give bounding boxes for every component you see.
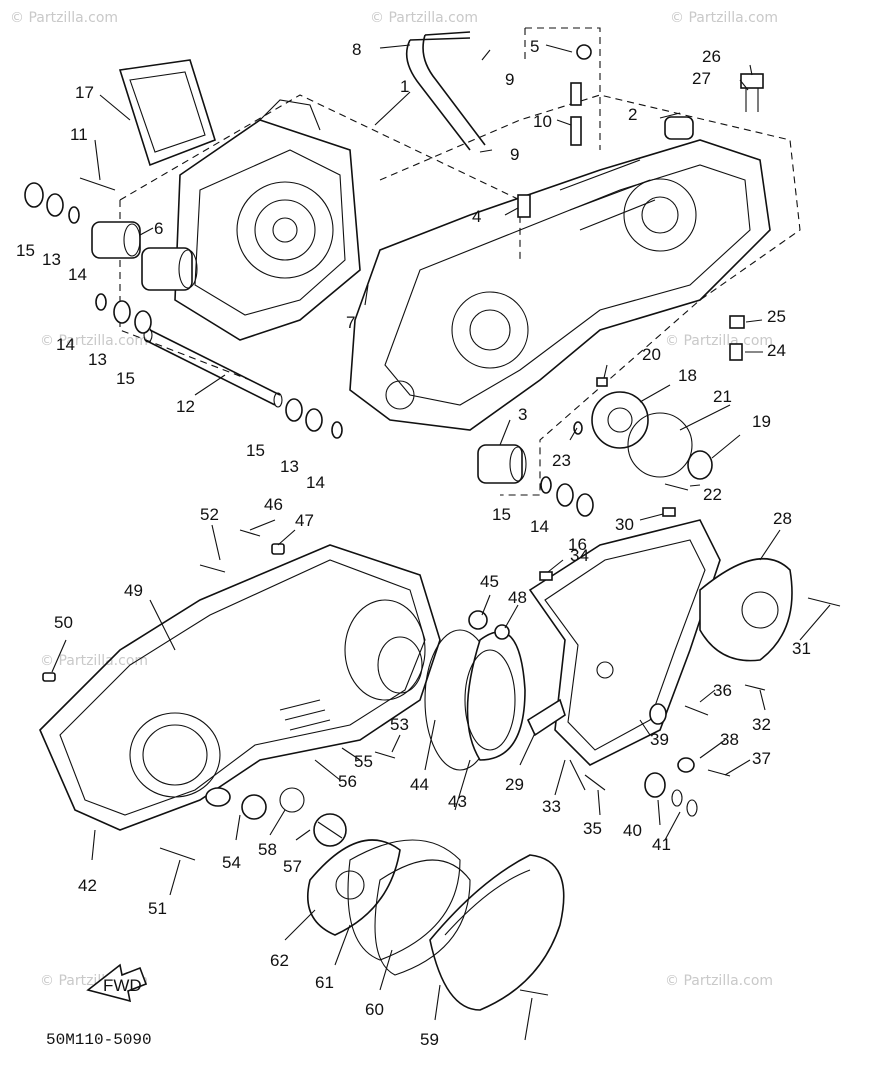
part-label-49: 50 <box>54 613 73 632</box>
part-label-15a: 15 <box>16 241 35 260</box>
part-label-15c: 15 <box>246 441 265 460</box>
part-label-25: 26 <box>702 47 721 66</box>
watermarks: © Partzilla.com © Partzilla.com © Partzi… <box>10 10 778 989</box>
part-label-43: 44 <box>410 775 429 794</box>
part-label-60: 61 <box>315 973 334 992</box>
part-labels: 1 2 3 4 5 6 7 8 9 9 10 11 12 13 13 13 14… <box>16 37 811 1049</box>
part-label-18: 19 <box>752 412 771 431</box>
part-label-4: 4 <box>472 207 481 226</box>
part-label-32: 33 <box>542 797 561 816</box>
part-label-28: 29 <box>505 775 524 794</box>
part-label-24: 25 <box>767 307 786 326</box>
part-label-33: 34 <box>570 546 589 565</box>
part-label-15b: 15 <box>116 369 135 388</box>
part-label-3: 3 <box>518 405 527 424</box>
part-label-7: 7 <box>346 313 355 332</box>
part-label-56: 57 <box>283 857 302 876</box>
part-label-19: 20 <box>642 345 661 364</box>
part-label-38: 39 <box>650 730 669 749</box>
part-label-30: 31 <box>792 639 811 658</box>
part-label-42: 43 <box>448 792 467 811</box>
part-label-8: 8 <box>352 40 361 59</box>
part-label-50: 51 <box>148 899 167 918</box>
drawing-code: 50M110-5090 <box>46 1031 152 1049</box>
watermark: © Partzilla.com <box>665 333 773 349</box>
part-label-13a: 13 <box>42 250 61 269</box>
leader-lines <box>51 44 831 1041</box>
part-label-45: 46 <box>264 495 283 514</box>
part-label-31: 32 <box>752 715 771 734</box>
part-label-48: 49 <box>124 581 143 600</box>
part-label-35: 36 <box>713 681 732 700</box>
air-duct-assembly <box>306 839 565 1011</box>
part-label-20: 21 <box>713 387 732 406</box>
part-label-39: 40 <box>623 821 642 840</box>
part-label-26: 27 <box>692 69 711 88</box>
part-label-52: 53 <box>390 715 409 734</box>
part-label-2: 2 <box>628 105 637 124</box>
part-label-29: 30 <box>615 515 634 534</box>
part-label-36: 37 <box>752 749 771 768</box>
watermark: © Partzilla.com <box>10 10 118 26</box>
part-label-21: 22 <box>703 485 722 504</box>
part-label-14d: 15 <box>492 505 511 524</box>
shaft-and-seals <box>24 59 594 517</box>
part-label-46: 47 <box>295 511 314 530</box>
fwd-arrow: FWD <box>86 963 148 1003</box>
part-label-27: 28 <box>773 509 792 528</box>
part-label-22: 23 <box>552 451 571 470</box>
part-label-54: 55 <box>354 752 373 771</box>
part-label-57: 58 <box>258 840 277 859</box>
part-label-47: 48 <box>508 588 527 607</box>
watermark: © Partzilla.com <box>40 333 148 349</box>
part-label-51: 52 <box>200 505 219 524</box>
part-label-15d: 16 <box>568 535 587 554</box>
part-label-6: 6 <box>154 219 163 238</box>
part-label-11: 11 <box>70 125 88 144</box>
watermark: © Partzilla.com <box>40 653 148 669</box>
part-label-17: 18 <box>678 366 697 385</box>
part-label-59: 60 <box>365 1000 384 1019</box>
part-label-41: 42 <box>78 876 97 895</box>
oil-pump <box>573 315 745 491</box>
part-label-61: 62 <box>270 951 289 970</box>
part-label-40: 41 <box>652 835 671 854</box>
part-label-14b: 14 <box>56 335 75 354</box>
part-label-13c: 13 <box>280 457 299 476</box>
part-label-55: 56 <box>338 772 357 791</box>
part-label-23: 24 <box>767 341 786 360</box>
part-label-14a: 14 <box>68 265 87 284</box>
part-label-13d: 14 <box>530 517 549 536</box>
crankcase-right-half <box>349 94 801 496</box>
clutch-cover <box>424 610 526 771</box>
part-label-37: 38 <box>720 730 739 749</box>
part-label-44: 45 <box>480 572 499 591</box>
part-label-9b: 9 <box>510 145 519 164</box>
part-label-14c: 14 <box>306 473 325 492</box>
watermark: © Partzilla.com <box>665 973 773 989</box>
part-label-10: 10 <box>533 112 552 131</box>
part-label-58: 59 <box>420 1030 439 1049</box>
part-label-53: 54 <box>222 853 241 872</box>
part-label-16: 17 <box>75 83 94 102</box>
part-label-9a: 9 <box>505 70 514 89</box>
part-label-13b: 13 <box>88 350 107 369</box>
right-cover-and-magneto <box>526 507 841 817</box>
part-label-34: 35 <box>583 819 602 838</box>
watermark: © Partzilla.com <box>670 10 778 26</box>
watermark: © Partzilla.com <box>370 10 478 26</box>
part-label-12: 12 <box>176 397 195 416</box>
part-label-5: 5 <box>530 37 539 56</box>
fwd-label: FWD <box>103 976 142 995</box>
crankcase-cover <box>39 529 441 861</box>
part-label-1: 1 <box>400 77 409 96</box>
